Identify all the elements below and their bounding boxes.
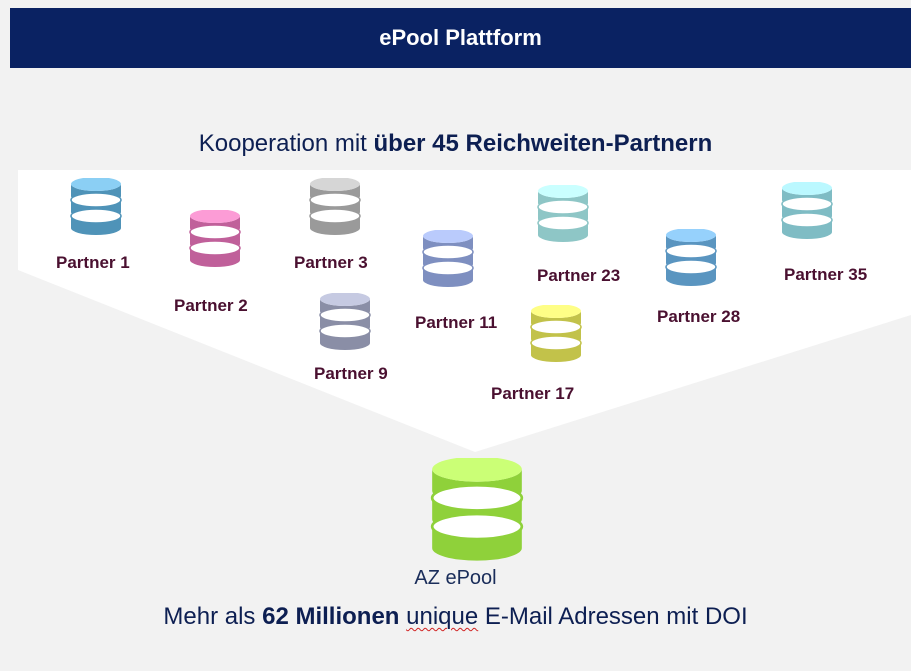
database-icon-partner-9 [319, 293, 371, 350]
summary-text: Mehr als 62 Millionen unique E-Mail Adre… [163, 603, 748, 630]
database-icon-partner-28 [665, 229, 717, 286]
partner-label-35: Partner 35 [784, 265, 868, 284]
database-icon-partner-2 [189, 210, 241, 267]
database-icon-partner-35 [781, 182, 833, 239]
database-icon-partner-17 [530, 305, 582, 362]
pool-label: AZ ePool [414, 567, 497, 589]
partner-label-11: Partner 11 [415, 313, 498, 332]
partner-label-17: Partner 17 [491, 384, 575, 403]
cooperation-text: Kooperation mit über 45 Reichweiten-Part… [198, 130, 713, 157]
pool-database-icon [430, 458, 524, 561]
partner-label-2: Partner 2 [174, 296, 248, 315]
header-bar: ePool Plattform [10, 8, 911, 68]
database-icon-partner-1 [70, 178, 122, 235]
partner-label-9: Partner 9 [314, 364, 388, 383]
partner-label-1: Partner 1 [56, 253, 130, 272]
partner-label-23: Partner 23 [537, 266, 621, 285]
partner-label-3: Partner 3 [294, 253, 368, 272]
database-icon-partner-23 [537, 185, 589, 242]
partner-label-28: Partner 28 [657, 307, 741, 326]
page-title: ePool Plattform [379, 25, 542, 50]
database-icon-partner-3 [309, 178, 361, 235]
spellcheck-underlined-word: unique [406, 603, 479, 630]
database-icon-partner-11 [422, 230, 474, 287]
